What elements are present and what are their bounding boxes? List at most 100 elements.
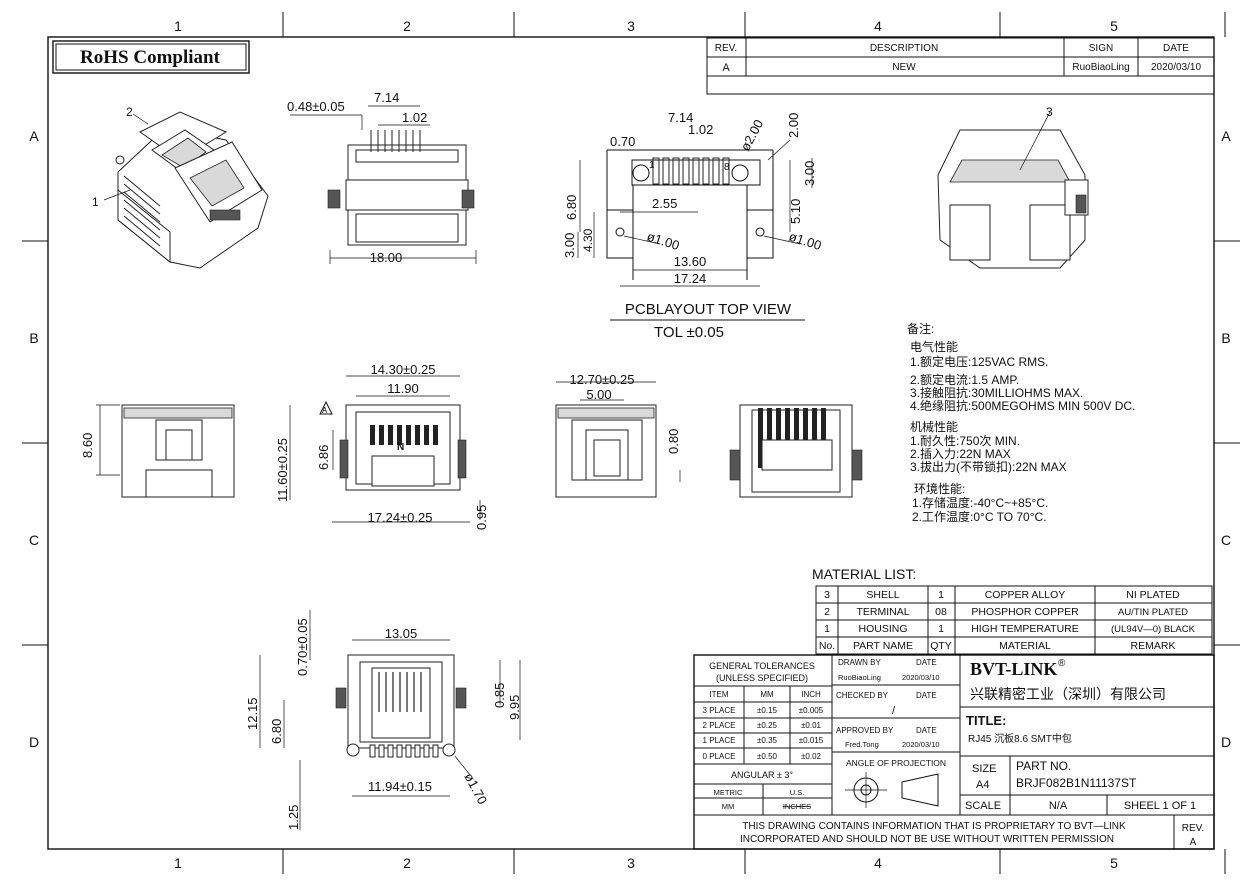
tb-drawn-by-label: DRAWN BY (838, 658, 881, 667)
material-row-2-qty: 08 (935, 606, 947, 618)
front2-pin-label: N (397, 442, 404, 453)
notes-electrical-title: 电气性能 (910, 339, 958, 354)
tb-tol-header-inch: INCH (801, 690, 821, 699)
tb-tol-2-item: 2 PLACE (703, 721, 736, 730)
tb-tol-1-inch: ±0.015 (799, 736, 824, 745)
front-dim-1800: 18.00 (370, 250, 403, 265)
material-row-2-material: PHOSPHOR COPPER (971, 606, 1079, 618)
zone-row-D-left: D (29, 734, 39, 750)
tb-checked-date-label: DATE (916, 691, 937, 700)
rev-row-description: NEW (892, 62, 916, 73)
sheet-frame (22, 12, 1240, 874)
tb-mm: MM (722, 802, 735, 811)
rohs-label: RoHS Compliant (80, 47, 221, 68)
zone-row-C-left: C (29, 532, 39, 548)
material-row-3-material: COPPER ALLOY (985, 589, 1066, 601)
side-view-connector (96, 404, 235, 498)
notes-mechanical-3: 3.拔出力(不带锁扣):22N MAX (910, 459, 1067, 474)
tb-drawn-date-label: DATE (916, 658, 937, 667)
material-row-1-name: HOUSING (858, 623, 907, 635)
bottom-dim-070: 0.70±0.05 (295, 618, 310, 676)
rev-header-description: DESCRIPTION (870, 43, 938, 54)
front-dim-102: 1.02 (402, 110, 427, 125)
tb-title-label: TITLE: (966, 713, 1006, 728)
material-row-1-no: 1 (824, 623, 830, 635)
rev-header-sign: SIGN (1089, 43, 1113, 54)
rev-row-sign: RuoBiaoLing (1072, 62, 1129, 73)
zone-col-2-top: 2 (403, 18, 411, 34)
iso-view-connector (103, 111, 269, 269)
notes-mechanical-title: 机械性能 (910, 419, 958, 434)
tb-metric: METRIC (714, 788, 743, 797)
material-row-3-remark: NI PLATED (1126, 589, 1180, 601)
tb-tol-3-item: 3 PLACE (703, 706, 736, 715)
pcb-layout-title: PCBLAYOUT TOP VIEW (625, 301, 792, 318)
front2-dim-095: 0.95 (474, 505, 489, 530)
notes-environment-2: 2.工作温度:0°C TO 70°C. (912, 509, 1047, 524)
zone-row-B-right: B (1221, 330, 1230, 346)
tb-tol-1-item: 1 PLACE (703, 736, 736, 745)
pcb-dim-1360: 13.60 (674, 254, 707, 269)
tb-rev: A (1190, 837, 1197, 848)
pcb-dim-1724: 17.24 (674, 271, 707, 286)
tb-tol-0-item: 0 PLACE (703, 752, 736, 761)
tb-size-label: SIZE (972, 763, 996, 775)
material-list-table (815, 585, 1213, 655)
tb-tol-2-mm: ±0.25 (757, 721, 778, 730)
tb-tol-header-mm: MM (760, 690, 774, 699)
side-dim-860: 8.60 (80, 433, 95, 458)
front2-dim-1724: 17.24±0.25 (368, 510, 433, 525)
rev-row-date: 2020/03/10 (1151, 62, 1201, 73)
bottom-dim-680: 6.80 (269, 719, 284, 744)
pcb-pin-last: 8 (724, 162, 730, 173)
zone-col-2-bottom: 2 (403, 855, 411, 871)
notes-heading: 备注: (907, 321, 934, 336)
rev-header-rev: REV. (715, 43, 737, 54)
material-list-title: MATERIAL LIST: (812, 566, 916, 582)
material-row-1-remark: (UL94V—0) BLACK (1111, 624, 1196, 635)
tb-drawn-by: RuoBiaoLing (838, 673, 881, 682)
front-view-connector (290, 105, 477, 264)
tb-unless: (UNLESS SPECIFIED) (716, 673, 808, 683)
notes-mechanical-2: 2.插入力:22N MAX (910, 447, 1011, 461)
tb-company-reg: ® (1058, 658, 1066, 669)
tb-scale-label: SCALE (965, 800, 1001, 812)
zone-col-3-top: 3 (627, 18, 635, 34)
tb-inches: INCHES (783, 802, 811, 811)
material-header-material: MATERIAL (999, 640, 1051, 652)
callout-housing-2: 2 (126, 105, 133, 119)
tb-approved-date: 2020/03/10 (902, 740, 940, 749)
tb-us: U.S. (790, 788, 805, 797)
material-row-3-qty: 1 (938, 589, 944, 601)
tb-title-text: RJ45 沉板8.6 SMT中包 (968, 732, 1072, 745)
callout-terminal-1: 1 (92, 195, 99, 209)
side2-dim-500: 5.00 (586, 387, 611, 402)
rear-view (729, 404, 863, 498)
tb-tol-1-mm: ±0.35 (757, 736, 778, 745)
bottom-dim-1215: 12.15 (245, 697, 260, 730)
tb-checked-mark: / (892, 705, 896, 717)
title-block (693, 654, 1215, 850)
tb-company-cn: 兴联精密工业（深圳）有限公司 (970, 686, 1166, 702)
pcb-pin-first: 1 (649, 160, 655, 171)
notes-environment-1: 1.存储温度:-40°C~+85°C. (912, 495, 1048, 510)
material-row-2-name: TERMINAL (856, 606, 909, 618)
callout-triangle-a: A (322, 406, 328, 415)
material-header-remark: REMARK (1131, 640, 1176, 652)
rohs-badge: RoHS Compliant (52, 40, 250, 74)
material-row-3-no: 3 (824, 589, 830, 601)
bottom-dim-125: 1.25 (286, 805, 301, 830)
tb-part-no: BRJF082B1N11137ST (1016, 776, 1137, 790)
front2-dim-1160: 11.60±0.25 (275, 438, 290, 502)
pcb-layout-view (577, 139, 813, 321)
pcb-layout-tolerance: TOL ±0.05 (654, 324, 724, 341)
side2-dim-1270: 12.70±0.25 (570, 372, 635, 387)
zone-col-3-bottom: 3 (627, 855, 635, 871)
notes-electrical-2: 2.额定电流:1.5 AMP. (910, 372, 1019, 387)
tb-drawn-date: 2020/03/10 (902, 673, 940, 682)
tb-general-tol: GENERAL TOLERANCES (709, 661, 815, 671)
pcb-dim-diam-200: ø2.00 (737, 117, 766, 153)
tb-approved-by: Fred.Tong (845, 740, 879, 749)
callout-shell-3: 3 (1046, 105, 1053, 119)
